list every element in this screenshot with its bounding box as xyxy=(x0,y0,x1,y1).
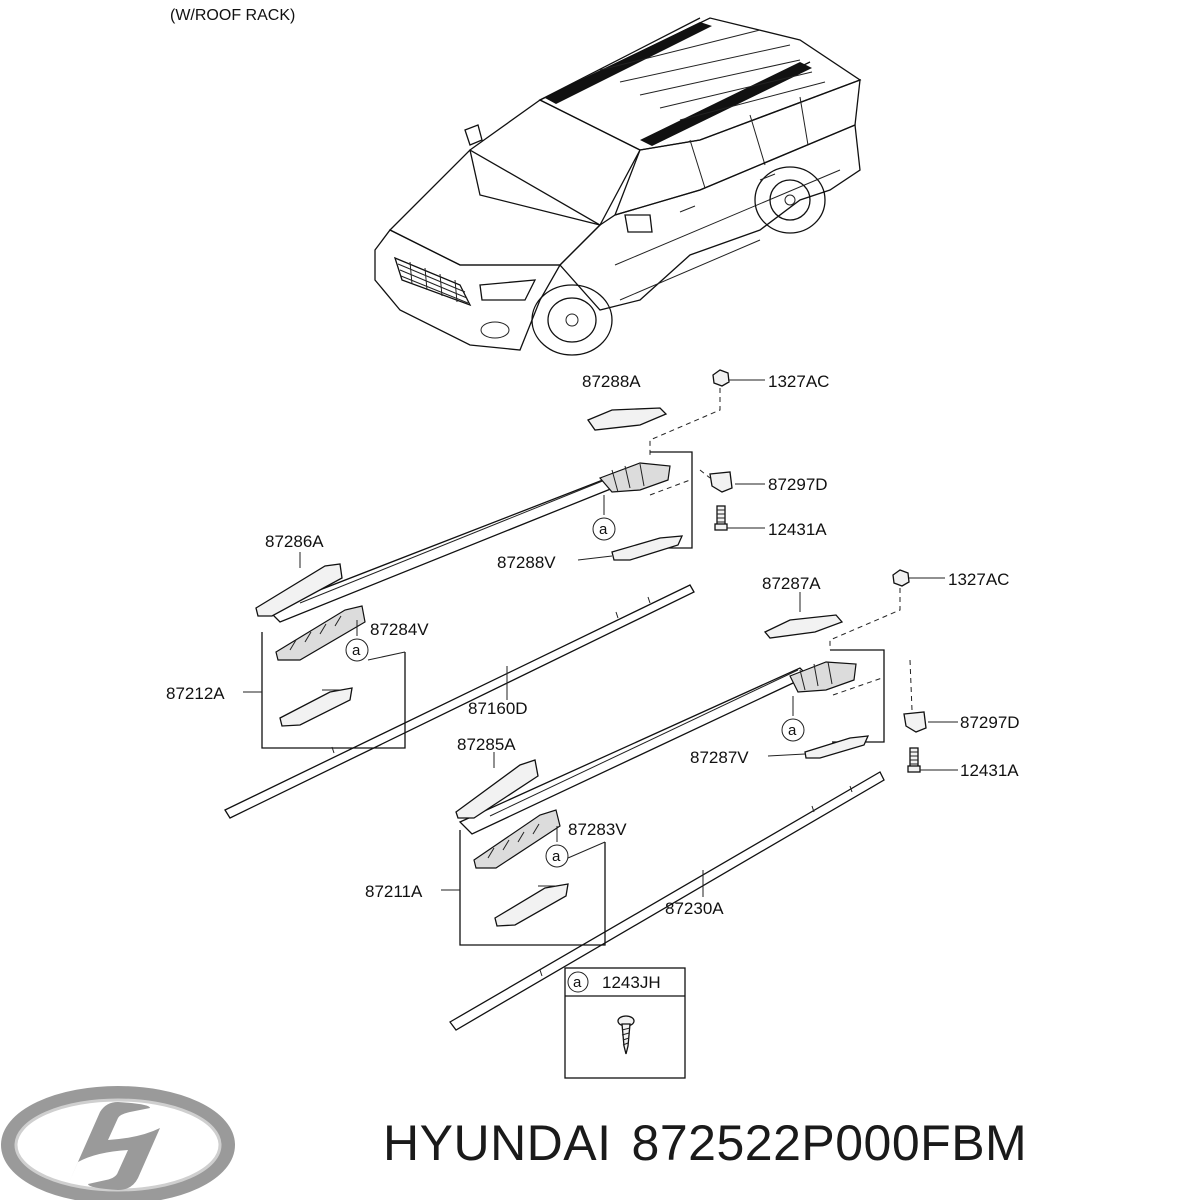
label-87285A: 87285A xyxy=(457,735,516,754)
bolt-12431A-bottom xyxy=(907,747,921,773)
upper-rail-assembly xyxy=(224,369,765,819)
label-87211A: 87211A xyxy=(365,882,423,901)
bolt-12431A-top xyxy=(714,505,728,531)
end-piece-front-lower xyxy=(473,809,561,869)
cover-87284V xyxy=(279,687,353,727)
caption-brand: HYUNDAI xyxy=(383,1115,612,1171)
label-87287A: 87287A xyxy=(762,574,821,593)
label-87212A: 87212A xyxy=(166,684,225,703)
cover-87283V xyxy=(494,883,569,927)
legend-part: 1243JH xyxy=(602,973,661,992)
label-1327AC-top: 1327AC xyxy=(768,372,829,391)
bubble-a-4: a xyxy=(552,848,561,865)
label-12431A-top: 12431A xyxy=(768,520,827,539)
endcap-87286A xyxy=(255,563,343,617)
label-87288V: 87288V xyxy=(497,553,556,572)
nut-1327AC-bottom xyxy=(892,569,910,587)
cover-87287A xyxy=(763,614,844,639)
cover-87288V xyxy=(611,535,684,561)
nut-1327AC-top xyxy=(712,369,730,387)
label-12431A-bottom: 12431A xyxy=(960,761,1019,780)
label-87288A: 87288A xyxy=(582,372,641,391)
caption-part-number: 872522P000FBM xyxy=(631,1115,1028,1171)
part-caption: HYUNDAI 872522P000FBM xyxy=(383,1108,1193,1178)
label-87287V: 87287V xyxy=(690,748,749,767)
label-87283V: 87283V xyxy=(568,820,627,839)
label-87230A: 87230A xyxy=(665,899,724,918)
label-87297D-bottom: 87297D xyxy=(960,713,1020,732)
label-87160D: 87160D xyxy=(468,699,528,718)
suv-illustration xyxy=(374,17,862,356)
label-87286A: 87286A xyxy=(265,532,324,551)
bubble-a-3: a xyxy=(788,722,797,739)
label-87297D-top: 87297D xyxy=(768,475,828,494)
hyundai-logo-icon xyxy=(1,1086,235,1200)
cover-87288A xyxy=(587,407,668,431)
end-piece-top xyxy=(598,462,671,493)
label-87284V: 87284V xyxy=(370,620,429,639)
bubble-a-2: a xyxy=(352,642,361,659)
legend-box xyxy=(564,967,686,1079)
header-note: (W/ROOF RACK) xyxy=(170,7,295,24)
cover-87287V xyxy=(804,735,870,759)
lower-rail-assembly xyxy=(441,569,958,1031)
end-piece-lower xyxy=(789,661,857,693)
clip-87297D-bottom xyxy=(903,711,927,733)
clip-87297D-top xyxy=(709,471,733,493)
label-1327AC-bottom: 1327AC xyxy=(948,570,1009,589)
endcap-87285A xyxy=(455,759,539,819)
bubble-a-1: a xyxy=(599,521,608,538)
screw-1243JH-icon xyxy=(617,1015,635,1055)
legend-letter: a xyxy=(573,974,582,991)
